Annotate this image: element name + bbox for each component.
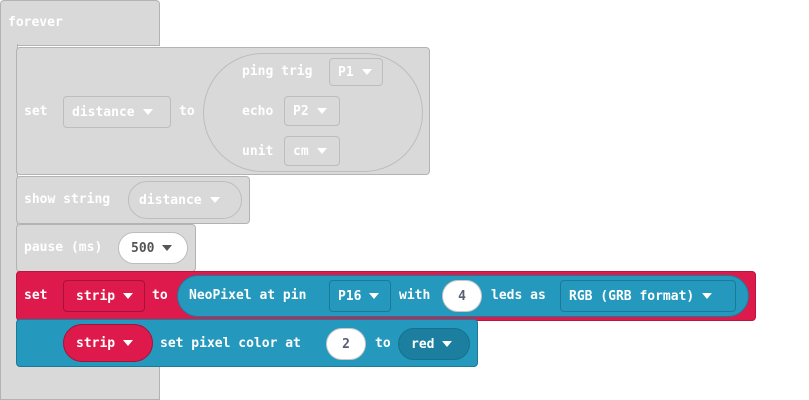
show-string-variable-dropdown[interactable]: distance	[128, 181, 242, 219]
distance-variable-label: distance	[72, 104, 135, 120]
chevron-down-icon	[209, 197, 220, 203]
set-pixel-color-label: set pixel color at	[160, 336, 301, 351]
ping-trig-label: ping trig	[242, 64, 313, 79]
leds-as-label: leds as	[491, 288, 546, 303]
chevron-down-icon	[123, 293, 134, 299]
distance-variable-dropdown[interactable]: distance	[63, 96, 171, 128]
leds-count-value: 4	[458, 288, 466, 304]
set-label: set	[24, 104, 48, 119]
chevron-down-icon	[123, 340, 134, 346]
set-strip-to-label: to	[152, 288, 168, 303]
pause-label: pause (ms)	[24, 240, 103, 255]
echo-label: echo	[242, 104, 274, 119]
show-string-value: distance	[139, 192, 202, 208]
chevron-down-icon	[369, 293, 380, 299]
set-strip-set-label: set	[24, 288, 48, 303]
strip-reporter-label: strip	[76, 335, 116, 351]
chevron-down-icon	[316, 148, 327, 154]
chevron-down-icon	[142, 109, 153, 115]
pause-value-dropdown[interactable]: 500	[118, 232, 188, 264]
chevron-down-icon	[162, 245, 173, 251]
pin-dropdown[interactable]: P16	[329, 280, 391, 312]
color-dropdown[interactable]: red	[398, 328, 470, 360]
pixel-index-input[interactable]: 2	[326, 328, 366, 360]
show-string-label: show string	[24, 192, 111, 207]
forever-block[interactable]	[0, 0, 160, 46]
format-dropdown[interactable]: RGB (GRB format)	[560, 280, 736, 312]
echo-pin-label: P2	[293, 103, 309, 119]
pin-label: P16	[338, 288, 362, 304]
to-label: to	[179, 104, 195, 119]
format-label: RGB (GRB format)	[569, 288, 695, 304]
strip-reporter-dropdown[interactable]: strip	[63, 324, 153, 362]
strip-variable-label: strip	[76, 288, 116, 304]
chevron-down-icon	[361, 69, 372, 75]
pause-value: 500	[131, 240, 155, 256]
forever-bottom	[0, 366, 160, 400]
pixel-index-value: 2	[342, 336, 350, 352]
leds-count-input[interactable]: 4	[442, 280, 482, 312]
with-label: with	[399, 288, 431, 303]
trig-pin-dropdown[interactable]: P1	[329, 58, 383, 86]
strip-variable-dropdown[interactable]: strip	[63, 280, 145, 312]
unit-value-label: cm	[293, 143, 309, 159]
unit-label: unit	[242, 144, 274, 159]
chevron-down-icon	[702, 293, 713, 299]
neopixel-label: NeoPixel at pin	[189, 288, 307, 303]
chevron-down-icon	[316, 108, 327, 114]
forever-label: forever	[8, 15, 63, 30]
color-value-label: red	[411, 336, 435, 352]
set-pixel-to-label: to	[375, 336, 391, 351]
chevron-down-icon	[442, 341, 453, 347]
unit-dropdown[interactable]: cm	[284, 136, 340, 166]
trig-pin-label: P1	[338, 64, 354, 80]
echo-pin-dropdown[interactable]: P2	[284, 96, 340, 126]
